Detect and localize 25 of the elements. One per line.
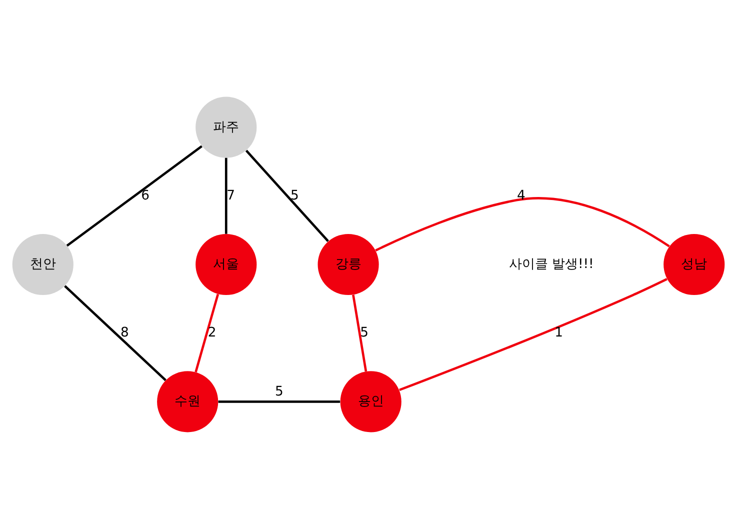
edge-label: 1 [554, 326, 563, 341]
edge-label: 5 [360, 326, 368, 341]
connector [66, 145, 202, 247]
edge-label: 6 [141, 188, 150, 204]
node-circle: 서울 [196, 234, 257, 296]
connector [218, 400, 340, 403]
connector [194, 294, 220, 372]
node-circle: 파주 [196, 96, 257, 158]
connector [399, 278, 668, 392]
edge-label: 8 [120, 326, 129, 341]
node-circle: 성남 [664, 234, 725, 296]
connector [375, 197, 670, 252]
edge-label: 5 [290, 188, 299, 204]
edge-label: 5 [275, 384, 284, 400]
node-circle: 강릉 [318, 234, 379, 296]
edge-label: 2 [208, 326, 216, 341]
edge-label: 7 [226, 188, 236, 204]
connector [224, 158, 228, 234]
connector [352, 294, 368, 372]
label: 사이클 발생!!! [508, 256, 594, 272]
node-circle: 천안 [12, 234, 74, 296]
connector [64, 285, 166, 382]
node-circle: 수원 [157, 371, 218, 432]
connector [245, 150, 329, 242]
node-circle: 용인 [340, 371, 402, 432]
